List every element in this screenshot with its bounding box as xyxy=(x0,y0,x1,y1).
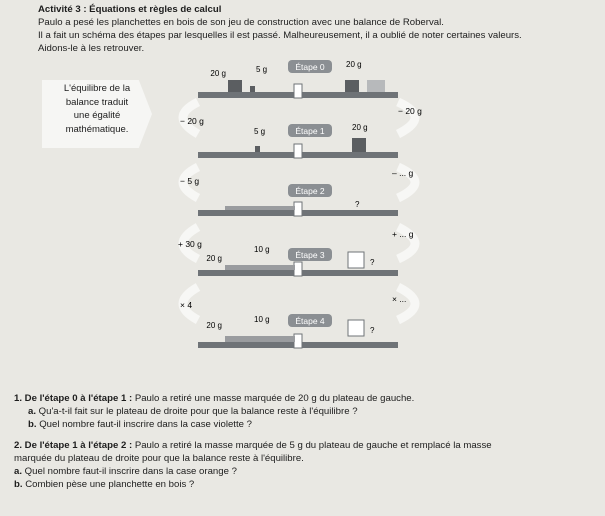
step-3-balance: Étape 3 20 g 10 g ? + 30 g + ... g xyxy=(178,229,414,277)
step-1-label: Étape 1 xyxy=(295,126,325,136)
op-label: × 4 xyxy=(180,300,192,310)
step-2-balance: Étape 2 ? − 5 g – ... g xyxy=(180,168,414,217)
op-label: + ... g xyxy=(392,229,414,239)
activity-title: Activité 3 : Équations et règles de calc… xyxy=(38,4,222,15)
op-label: − 20 g xyxy=(398,106,422,116)
note-line: une égalité xyxy=(73,110,121,121)
weight-label: 20 g xyxy=(352,123,368,132)
unknown-mark: ? xyxy=(370,326,375,335)
left-arrow-2 xyxy=(178,162,201,202)
question-1a: a. Qu'a-t-il fait sur le plateau de droi… xyxy=(28,406,358,418)
intro-line-2: Il a fait un schéma des étapes par lesqu… xyxy=(38,30,522,41)
right-arrow-2 xyxy=(395,162,420,203)
step-badge xyxy=(288,60,332,73)
step-badge xyxy=(288,124,332,137)
op-label: − 20 g xyxy=(180,116,204,126)
step-3-label: Étape 3 xyxy=(295,250,325,260)
question-2: 2. De l'étape 1 à l'étape 2 : Paulo a re… xyxy=(14,439,492,451)
step-4-balance: Étape 4 20 g 10 g ? × 4 × ... xyxy=(180,294,406,349)
step-0-label: Étape 0 xyxy=(295,62,325,72)
equilibrium-note: L'équilibre de la balance traduit une ég… xyxy=(42,80,152,148)
left-arrow-1 xyxy=(178,97,201,138)
weight-label: 10 g xyxy=(254,245,270,254)
weight-label: 5 g xyxy=(254,127,265,136)
note-line: mathématique. xyxy=(65,123,129,135)
question-1: 1. De l'étape 0 à l'étape 1 : Paulo a re… xyxy=(14,393,415,404)
unknown-mark: ? xyxy=(370,258,375,267)
balance-scheme: Étape 0 20 g 5 g 20 g Étape 1 5 g 20 g −… xyxy=(178,60,422,349)
step-1-balance: Étape 1 5 g 20 g − 20 g − 20 g xyxy=(180,106,422,159)
step-2-label: Étape 2 xyxy=(295,186,325,196)
op-label: − 5 g xyxy=(180,176,199,186)
arrow-bands xyxy=(178,97,420,325)
step-4-label: Étape 4 xyxy=(295,316,325,326)
left-arrow-3 xyxy=(178,223,201,264)
step-badge xyxy=(288,184,332,197)
weight-label: 5 g xyxy=(256,65,267,74)
weight-label: 20 g xyxy=(206,254,222,263)
question-2a: a. Quel nombre faut-il inscrire dans la … xyxy=(14,466,237,478)
op-label: + 30 g xyxy=(178,239,202,249)
weight-label: 10 g xyxy=(254,315,270,324)
unknown-mark: ? xyxy=(355,200,360,209)
question-2b: b. Combien pèse une planchette en bois ? xyxy=(14,479,195,491)
note-line: balance traduit xyxy=(65,96,129,108)
question-1b: b. Quel nombre faut-il inscrire dans la … xyxy=(28,419,252,431)
weight-label: 20 g xyxy=(206,321,222,330)
weight-label: 20 g xyxy=(346,60,362,69)
question-2-cont: marquée du plateau de droite pour que la… xyxy=(14,452,304,464)
note-line: L'équilibre de la xyxy=(63,83,131,94)
step-badge xyxy=(288,314,332,327)
weight-label: 20 g xyxy=(210,69,226,78)
right-arrow-3 xyxy=(395,222,420,264)
intro-line-3: Aidons-le à les retrouver. xyxy=(38,43,145,54)
left-arrow-4 xyxy=(178,283,201,324)
op-label: × ... xyxy=(392,294,406,304)
activity-header: Activité 3 : Équations et règles de calc… xyxy=(38,3,598,55)
op-label: – ... g xyxy=(392,168,414,178)
step-0-balance: Étape 0 20 g 5 g 20 g xyxy=(198,60,398,99)
step-badge xyxy=(288,248,332,261)
right-arrow-1 xyxy=(395,97,420,139)
intro-line-1: Paulo a pesé les planchettes en bois de … xyxy=(38,17,444,28)
right-arrow-4 xyxy=(395,282,420,325)
questions: 1. De l'étape 0 à l'étape 1 : Paulo a re… xyxy=(14,392,599,491)
